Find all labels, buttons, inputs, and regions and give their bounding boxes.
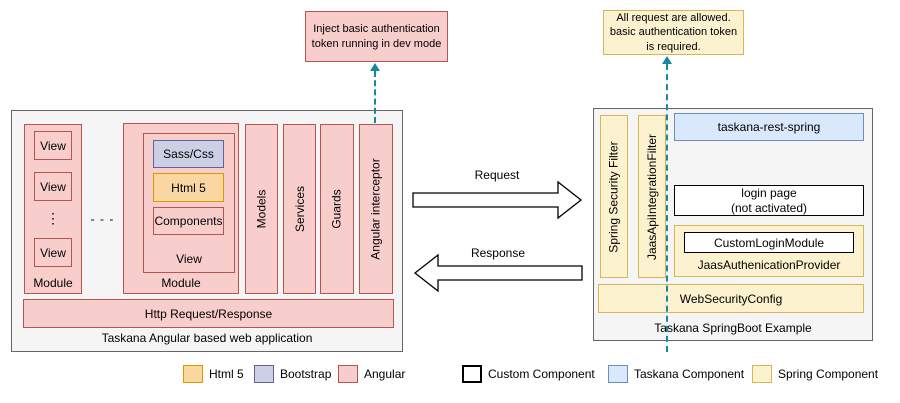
custom-component-swatch-icon bbox=[462, 365, 482, 383]
legend-label-angular: Angular bbox=[364, 367, 406, 381]
legend-label-taskana-component: Taskana Component bbox=[634, 367, 745, 381]
components-layer: Components bbox=[153, 207, 224, 235]
legend-item-angular: Angular bbox=[338, 364, 405, 384]
login-page-box: login page (not activated) bbox=[674, 185, 864, 216]
view-label: View bbox=[40, 138, 66, 153]
taskana-rest-spring-box: taskana-rest-spring bbox=[674, 113, 864, 141]
html5-label: Html 5 bbox=[171, 180, 206, 195]
angular-interceptor-column: Angular interceptor bbox=[359, 124, 393, 294]
services-label: Services bbox=[292, 185, 307, 233]
legend-item-spring-component: Spring Component bbox=[752, 364, 878, 384]
view-label: View bbox=[40, 245, 66, 260]
jaas-api-integration-filter-column: JaasApiIntegrationFilter bbox=[638, 115, 666, 278]
legend-label-html5: Html 5 bbox=[209, 367, 244, 381]
springboot-container: Spring Security Filter JaasApiIntegratio… bbox=[593, 108, 873, 341]
components-label: Components bbox=[154, 214, 223, 228]
module-1-view-3: View bbox=[34, 238, 72, 267]
web-security-config-box: WebSecurityConfig bbox=[598, 284, 864, 313]
legend-label-spring-component: Spring Component bbox=[778, 367, 879, 381]
module-2-label: Module bbox=[161, 276, 201, 290]
models-column: Models bbox=[245, 124, 278, 294]
spring-security-filter-label: Spring Security Filter bbox=[607, 140, 621, 253]
taskana-rest-spring-label: taskana-rest-spring bbox=[717, 120, 821, 134]
request-label: Request bbox=[474, 168, 520, 182]
angular-app-container: Module View View ⋮ View - - - Module Vie… bbox=[11, 110, 403, 352]
dev-token-arrow-up-icon bbox=[370, 63, 380, 71]
jaas-api-integration-filter-label: JaasApiIntegrationFilter bbox=[645, 133, 660, 260]
module-2-view-label: View bbox=[176, 252, 202, 266]
legend-item-bootstrap: Bootstrap bbox=[254, 364, 331, 384]
sass-css-label: Sass/Css bbox=[163, 147, 214, 161]
module-1-view-1: View bbox=[34, 131, 72, 160]
web-security-config-label: WebSecurityConfig bbox=[679, 291, 783, 306]
module-1-views-ellipsis: ⋮ bbox=[34, 204, 72, 232]
auth-required-callout-text: All request are allowed. basic authentic… bbox=[609, 12, 738, 53]
angular-swatch-icon bbox=[338, 365, 358, 383]
vertical-ellipsis: ⋮ bbox=[46, 209, 60, 226]
bootstrap-swatch-icon bbox=[254, 365, 274, 383]
request-arrow-icon bbox=[412, 180, 583, 220]
http-bar-label: Http Request/Response bbox=[144, 306, 273, 321]
custom-login-module-label: CustomLoginModule bbox=[713, 235, 825, 250]
gap-dots-text: - - - bbox=[90, 212, 115, 226]
dev-token-callout: Inject basic authentication token runnin… bbox=[305, 11, 448, 62]
auth-required-arrow-up-icon bbox=[662, 56, 672, 64]
legend-item-taskana-component: Taskana Component bbox=[608, 364, 744, 384]
html5-swatch-icon bbox=[183, 365, 203, 383]
springboot-title: Taskana SpringBoot Example bbox=[654, 321, 812, 335]
legend-label-bootstrap: Bootstrap bbox=[280, 367, 332, 381]
spring-security-filter-column: Spring Security Filter bbox=[600, 115, 628, 278]
dev-token-callout-text: Inject basic authentication token runnin… bbox=[311, 23, 442, 50]
models-label: Models bbox=[254, 189, 269, 229]
auth-required-connector-line bbox=[666, 64, 668, 352]
jaas-authentication-provider-label: JaasAuthenicationProvider bbox=[697, 258, 841, 272]
guards-column: Guards bbox=[320, 124, 354, 294]
response-arrow-icon bbox=[413, 253, 583, 293]
http-request-response-bar: Http Request/Response bbox=[23, 299, 394, 328]
guards-label: Guards bbox=[330, 189, 345, 229]
response-label: Response bbox=[470, 246, 526, 260]
taskana-component-swatch-icon bbox=[608, 365, 628, 383]
services-column: Services bbox=[283, 124, 316, 294]
legend-label-custom-component: Custom Component bbox=[488, 367, 595, 381]
sass-css-layer: Sass/Css bbox=[153, 140, 224, 168]
module-1-label: Module bbox=[33, 276, 73, 290]
view-label: View bbox=[40, 179, 66, 194]
module-1-view-2: View bbox=[34, 172, 72, 201]
legend-item-custom-component: Custom Component bbox=[462, 364, 595, 384]
custom-login-module-box: CustomLoginModule bbox=[684, 232, 854, 253]
login-page-label: login page (not activated) bbox=[730, 186, 808, 215]
html5-layer: Html 5 bbox=[153, 173, 224, 202]
dev-token-connector-line bbox=[374, 71, 376, 123]
angular-interceptor-label: Angular interceptor bbox=[369, 158, 384, 260]
legend-item-html5: Html 5 bbox=[183, 364, 244, 384]
spring-component-swatch-icon bbox=[752, 365, 772, 383]
modules-gap-dots: - - - bbox=[82, 209, 123, 229]
auth-required-callout: All request are allowed. basic authentic… bbox=[603, 10, 744, 55]
angular-app-title: Taskana Angular based web application bbox=[101, 331, 313, 345]
